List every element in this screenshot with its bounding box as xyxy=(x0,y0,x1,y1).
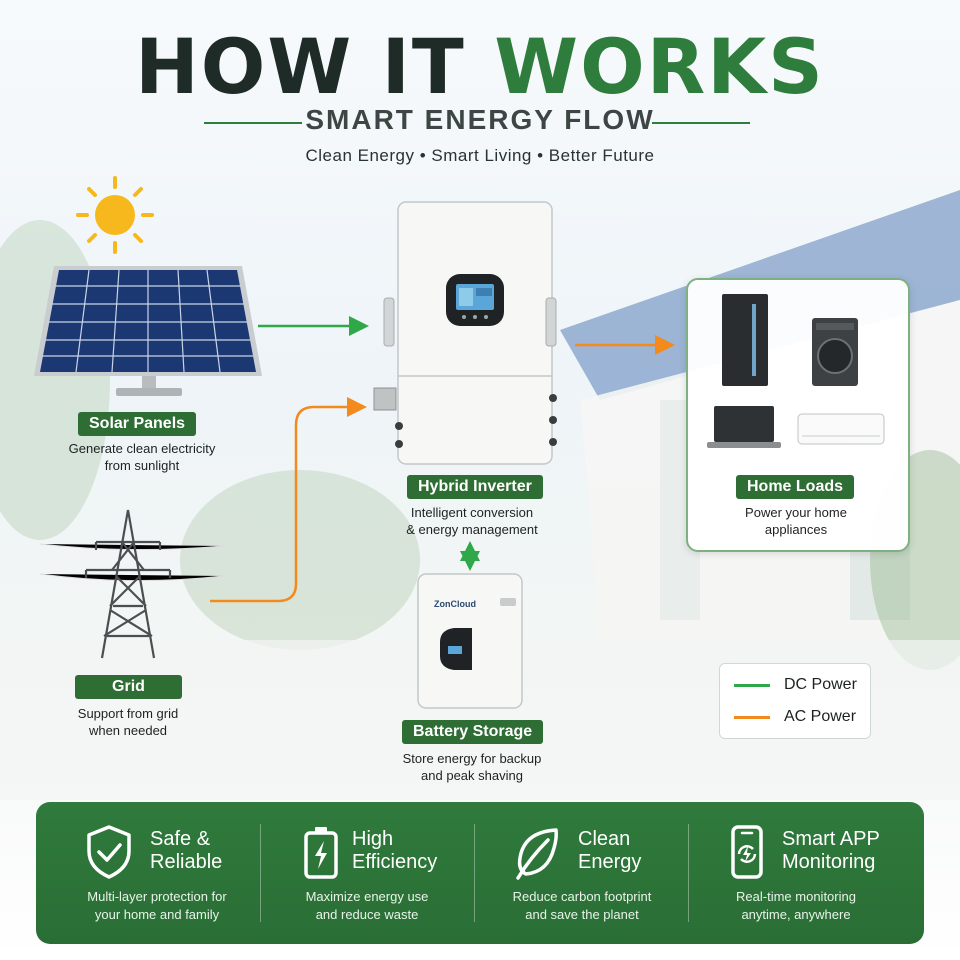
legend-item-ac: AC Power xyxy=(734,708,856,726)
battery-bolt-icon xyxy=(304,827,338,879)
solar-desc: Generate clean electricity from sunlight xyxy=(42,440,242,474)
sun-icon xyxy=(76,176,154,254)
loads-desc-line1: Power your home xyxy=(745,505,847,520)
grid-desc-line1: Support from grid xyxy=(77,706,179,721)
loads-desc: Power your home appliances xyxy=(706,504,886,538)
feature-efficiency-desc-line1: Maximize energy use xyxy=(305,889,429,904)
feature-safe-desc: Multi-layer protection for your home and… xyxy=(56,888,258,924)
inverter-label: Hybrid Inverter xyxy=(407,475,543,499)
leaf-icon xyxy=(516,828,558,880)
subtitle-rule-left xyxy=(204,122,302,124)
title-part2: WORKS xyxy=(494,22,825,111)
battery-label: Battery Storage xyxy=(402,720,544,744)
solar-desc-line1: Generate clean electricity xyxy=(68,441,216,456)
feature-app-title: Smart APP Monitoring xyxy=(782,828,880,874)
appliances-image xyxy=(707,294,885,448)
home-loads-card xyxy=(686,278,910,552)
feature-app-title-line1: Smart APP xyxy=(782,828,880,850)
battery-desc-line1: Store energy for backup xyxy=(402,751,542,766)
feature-efficiency-desc: Maximize energy use and reduce waste xyxy=(262,888,472,924)
feature-efficiency-title-line1: High xyxy=(352,828,394,850)
feature-efficiency-title: High Efficiency xyxy=(352,828,437,874)
inverter-image xyxy=(373,201,557,465)
solar-desc-line2: from sunlight xyxy=(104,458,180,473)
feature-clean-title-line2: Energy xyxy=(578,851,642,873)
legend-label-dc: DC Power xyxy=(784,676,857,693)
solar-label: Solar Panels xyxy=(78,412,197,436)
feature-clean-desc-line1: Reduce carbon footprint xyxy=(512,889,652,904)
feature-clean: Clean Energy Reduce carbon footprint and… xyxy=(476,802,688,944)
legend-swatch-dc xyxy=(734,683,770,687)
arrow-grid-to-inverter xyxy=(210,397,367,603)
feature-app-desc-line2: anytime, anywhere xyxy=(741,907,851,922)
feature-separator xyxy=(260,824,261,922)
feature-safe-title: Safe & Reliable xyxy=(150,828,222,874)
subtitle-rule-right xyxy=(652,122,750,124)
legend-item-dc: DC Power xyxy=(734,676,857,694)
grid-tower-image xyxy=(40,509,224,659)
grid-label: Grid xyxy=(75,675,182,699)
battery-brand: ZonCloud xyxy=(434,599,476,609)
feature-app-title-line2: Monitoring xyxy=(782,851,876,873)
feature-efficiency-title-line2: Efficiency xyxy=(352,851,438,873)
inverter-desc-line2: & energy management xyxy=(406,522,538,537)
solar-panel-image xyxy=(34,266,262,396)
feature-safe: Safe & Reliable Multi-layer protection f… xyxy=(36,802,258,944)
feature-efficiency-desc-line2: and reduce waste xyxy=(315,907,419,922)
legend: DC Power AC Power xyxy=(719,663,871,739)
feature-app-desc: Real-time monitoring anytime, anywhere xyxy=(690,888,902,924)
shield-check-icon xyxy=(87,825,131,879)
feature-safe-title-line1: Safe & xyxy=(150,828,211,850)
feature-separator xyxy=(474,824,475,922)
battery-desc: Store energy for backup and peak shaving xyxy=(377,750,567,784)
tagline: Clean Energy • Smart Living • Better Fut… xyxy=(305,146,655,165)
feature-clean-desc: Reduce carbon footprint and save the pla… xyxy=(476,888,688,924)
inverter-desc: Intelligent conversion & energy manageme… xyxy=(382,504,562,538)
feature-separator xyxy=(688,824,689,922)
feature-safe-desc-line1: Multi-layer protection for xyxy=(87,889,227,904)
legend-swatch-ac xyxy=(734,715,770,719)
feature-app: Smart APP Monitoring Real-time monitorin… xyxy=(690,802,924,944)
inverter-desc-line1: Intelligent conversion xyxy=(410,505,534,520)
feature-clean-desc-line2: and save the planet xyxy=(525,907,639,922)
title-part1: HOW IT xyxy=(135,22,466,111)
legend-label-ac: AC Power xyxy=(784,708,857,725)
battery-image xyxy=(417,573,523,709)
features-bar: Safe & Reliable Multi-layer protection f… xyxy=(36,802,924,944)
feature-safe-title-line2: Reliable xyxy=(150,851,223,873)
feature-efficiency: High Efficiency Maximize energy use and … xyxy=(262,802,472,944)
feature-clean-title: Clean Energy xyxy=(578,828,641,874)
subtitle: SMART ENERGY FLOW xyxy=(305,104,655,135)
grid-desc: Support from grid when needed xyxy=(38,705,218,739)
page-title: HOW IT WORKS xyxy=(0,22,960,112)
grid-desc-line2: when needed xyxy=(88,723,168,738)
battery-desc-line2: and peak shaving xyxy=(421,768,523,783)
smartphone-app-icon xyxy=(731,825,763,879)
feature-safe-desc-line2: your home and family xyxy=(94,907,220,922)
loads-label: Home Loads xyxy=(736,475,855,499)
feature-clean-title-line1: Clean xyxy=(578,828,631,850)
loads-desc-line2: appliances xyxy=(764,522,828,537)
feature-app-desc-line1: Real-time monitoring xyxy=(736,889,856,904)
